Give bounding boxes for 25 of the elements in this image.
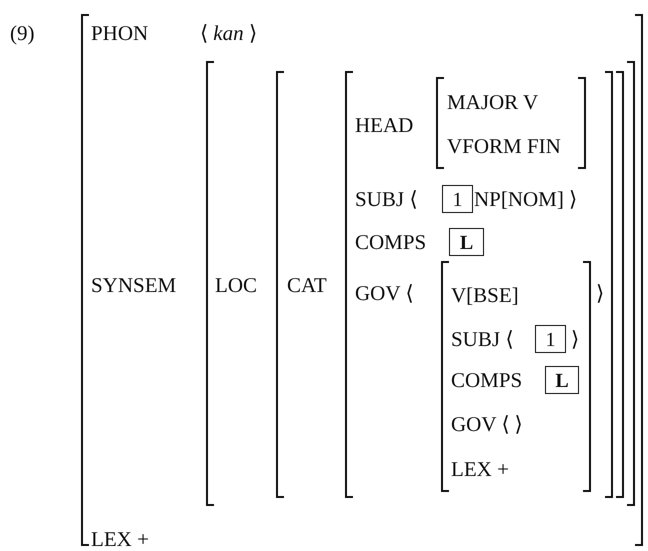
tag-box: L [449,228,484,256]
feature-name: HEAD [355,113,414,137]
feature-name: COMPS [451,368,522,392]
tag-box: 1 [535,325,566,353]
feature-pair: MAJOR V [447,90,538,114]
feature-pair: LEX + [451,457,509,481]
example-number: (9) [10,21,34,45]
feature-name: SYNSEM [91,273,176,297]
feature-name: PHON [91,21,148,45]
feature-value: V[BSE] [451,283,519,307]
feature-name: SUBJ ⟨ [355,187,418,211]
feature-name: COMPS [355,230,426,254]
list-close: ⟩ [571,327,579,351]
tag-box: L [545,366,579,394]
feature-pair: GOV ⟨ ⟩ [451,412,523,436]
feature-name: SUBJ ⟨ [451,327,514,351]
feature-name: GOV ⟨ [355,281,414,305]
feature-value: NP[NOM] ⟩ [474,187,578,211]
feature-name: CAT [287,273,327,297]
list-close: ⟩ [596,281,604,305]
feature-pair: VFORM FIN [447,134,561,158]
feature-name: LOC [215,273,257,297]
feature-value: ⟨ kan ⟩ [200,21,257,45]
tag-box: 1 [442,185,473,213]
feature-pair: LEX + [91,527,149,551]
